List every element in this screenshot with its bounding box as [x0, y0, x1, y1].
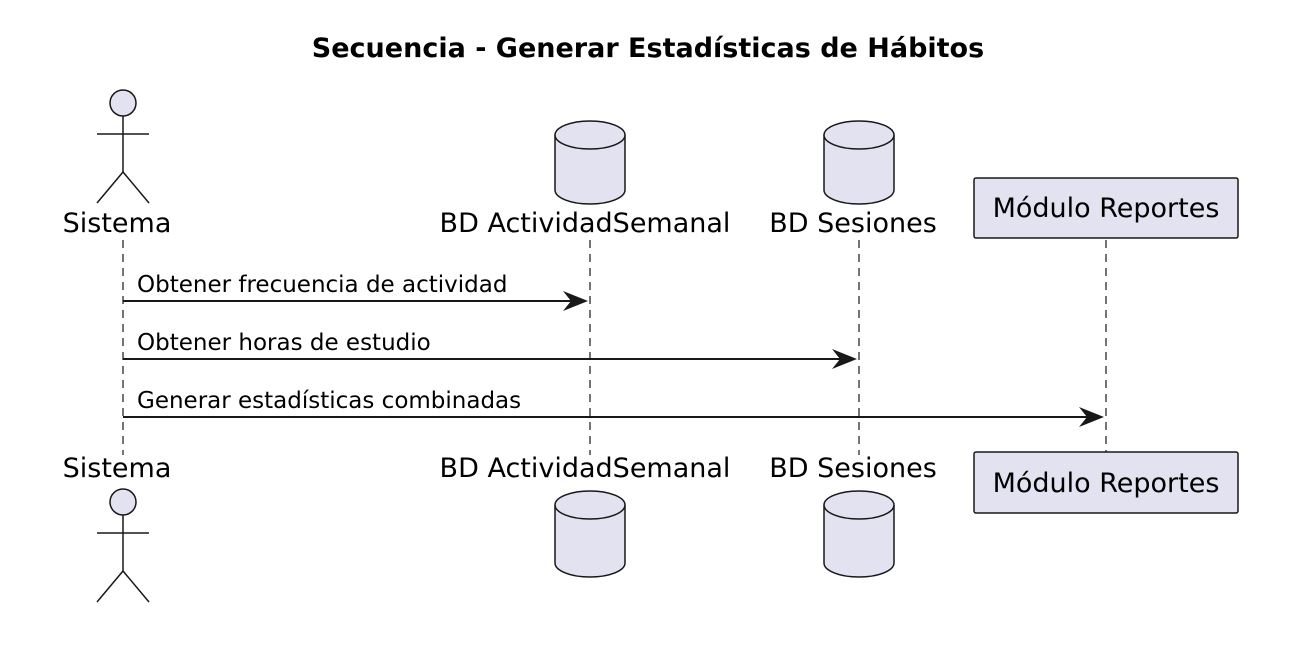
participant-label-modulo-reportes-bottom: Módulo Reportes — [993, 468, 1220, 499]
database-bd-sesiones-bottom-icon — [823, 490, 895, 578]
participant-box-modulo-reportes-top — [973, 177, 1239, 239]
arrow-head-icon — [832, 349, 857, 369]
actor-head-icon — [109, 488, 137, 516]
message-label-1: Obtener frecuencia de actividad — [137, 272, 507, 298]
participant-label-modulo-reportes-top: Módulo Reportes — [993, 193, 1220, 224]
participant-label-bd-actividad-top: BD ActividadSemanal — [440, 208, 731, 239]
participant-label-bd-sesiones-bottom: BD Sesiones — [769, 453, 937, 484]
participant-label-sistema-bottom: Sistema — [63, 453, 172, 484]
actor-head-icon — [109, 89, 137, 117]
arrow-head-icon — [1079, 407, 1104, 427]
database-bd-actividad-bottom-icon — [554, 490, 626, 578]
message-label-3: Generar estadísticas combinadas — [137, 388, 521, 414]
database-bd-sesiones-top-icon — [823, 120, 895, 205]
database-bd-actividad-top-icon — [554, 120, 626, 205]
diagram-title: Secuencia - Generar Estadísticas de Hábi… — [312, 33, 984, 64]
message-label-2: Obtener horas de estudio — [137, 330, 431, 356]
actor-sistema-top — [96, 89, 150, 204]
participant-label-bd-actividad-bottom: BD ActividadSemanal — [440, 453, 731, 484]
participant-label-sistema-top: Sistema — [63, 208, 172, 239]
arrow-head-icon — [563, 291, 588, 311]
actor-sistema-bottom — [96, 488, 150, 603]
participant-box-modulo-reportes-bottom — [973, 451, 1239, 514]
participant-label-bd-sesiones-top: BD Sesiones — [769, 208, 937, 239]
